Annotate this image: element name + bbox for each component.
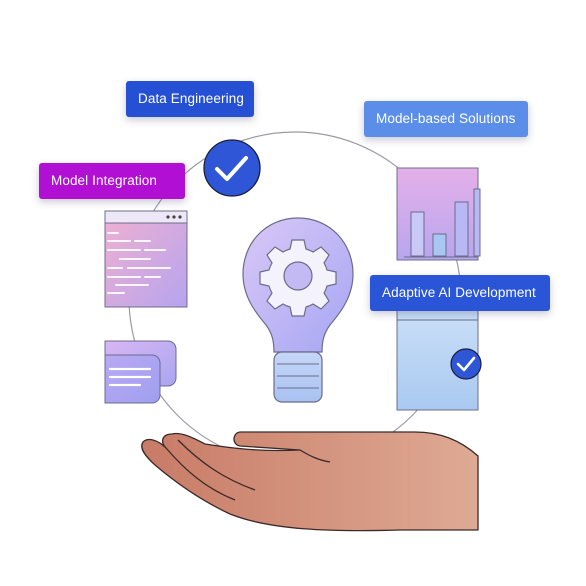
chat-bubble-icon bbox=[104, 340, 177, 404]
chart-bar bbox=[432, 233, 447, 257]
check-icon bbox=[203, 139, 261, 197]
adaptive-ai-development-label: Adaptive AI Development bbox=[370, 275, 550, 311]
check-icon bbox=[450, 348, 482, 380]
data-engineering-label: Data Engineering bbox=[126, 81, 254, 117]
model-integration-label: Model Integration bbox=[39, 163, 185, 199]
code-window-icon bbox=[104, 210, 188, 308]
gear-icon bbox=[259, 239, 337, 317]
chart-bar bbox=[410, 211, 425, 257]
model-based-solutions-label: Model-based Solutions bbox=[364, 101, 528, 137]
open-hand-icon bbox=[141, 431, 479, 532]
chart-bar bbox=[473, 188, 481, 257]
chart-bar bbox=[454, 201, 469, 257]
bar-chart-icon bbox=[396, 167, 481, 261]
